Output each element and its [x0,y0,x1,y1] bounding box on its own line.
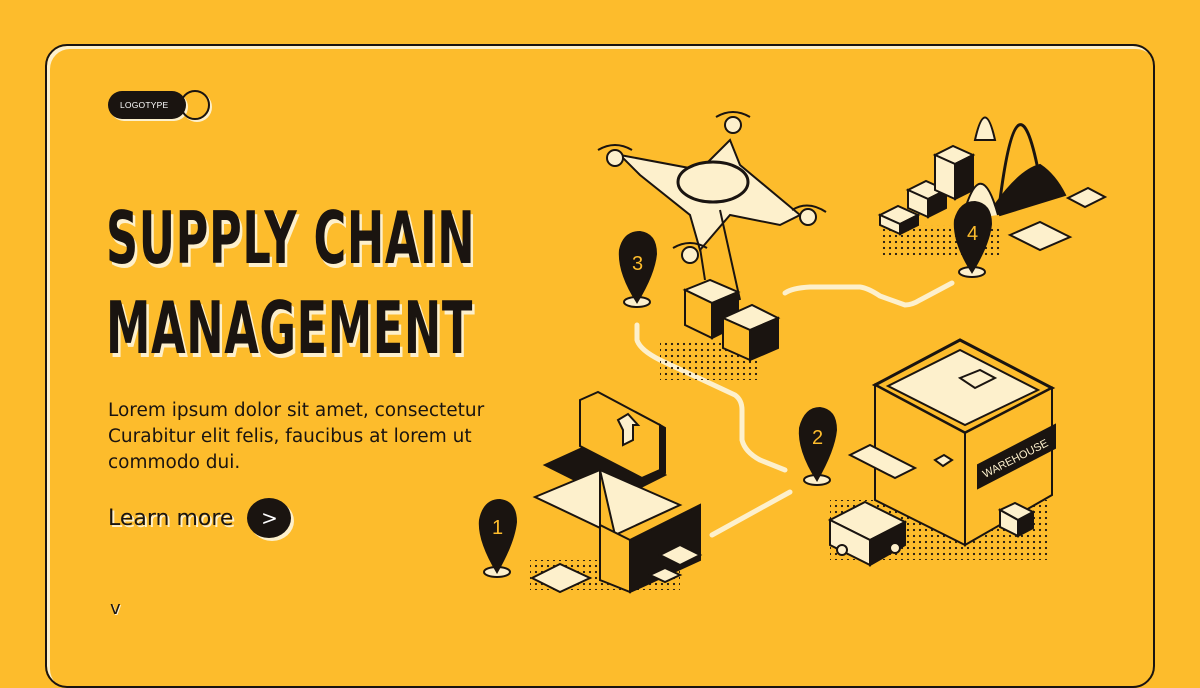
svg-text:4: 4 [967,223,978,245]
description-line-2: Curabitur elit felis, faucibus at lorem … [108,426,472,447]
route-path [634,280,955,538]
logotype-ring-icon [180,90,210,120]
logotype-label: LOGOTYPE [120,100,169,110]
supply-chain-illustration: WAREHOUSE 1 2 [478,111,1108,594]
warehouse-icon: WAREHOUSE [830,338,1056,560]
location-pin-3: 3 [618,230,658,308]
location-pin-4: 4 [953,200,993,278]
description-line-1: Lorem ipsum dolor sit amet, consectetur [108,400,485,421]
learn-more-label[interactable]: Learn more [108,505,234,531]
title-line-2: MANAGEMENT [106,286,473,370]
chevron-down-icon[interactable]: v [110,598,121,619]
open-box-icon [529,390,703,594]
svg-text:3: 3 [632,253,643,275]
learn-more-link[interactable]: Learn more > [108,498,292,538]
description-line-3: commodo dui. [108,452,241,473]
svg-text:2: 2 [812,427,823,449]
parcel-boxes-icon [660,278,781,380]
hero-description: Lorem ipsum dolor sit amet, consectetur … [108,398,528,476]
svg-text:1: 1 [492,517,503,539]
logotype[interactable]: LOGOTYPE [108,91,186,119]
title-line-1: SUPPLY CHAIN [106,196,476,280]
small-box-icon [997,501,1036,538]
page-title: SUPPLY CHAIN MANAGEMENT [106,193,475,373]
location-pin-2: 2 [798,406,838,486]
analytics-chart-icon [877,116,1108,255]
delivery-truck-icon [827,443,918,567]
location-pin-1: 1 [478,498,518,578]
drone-icon [597,111,827,301]
arrow-right-icon[interactable]: > [247,498,292,538]
